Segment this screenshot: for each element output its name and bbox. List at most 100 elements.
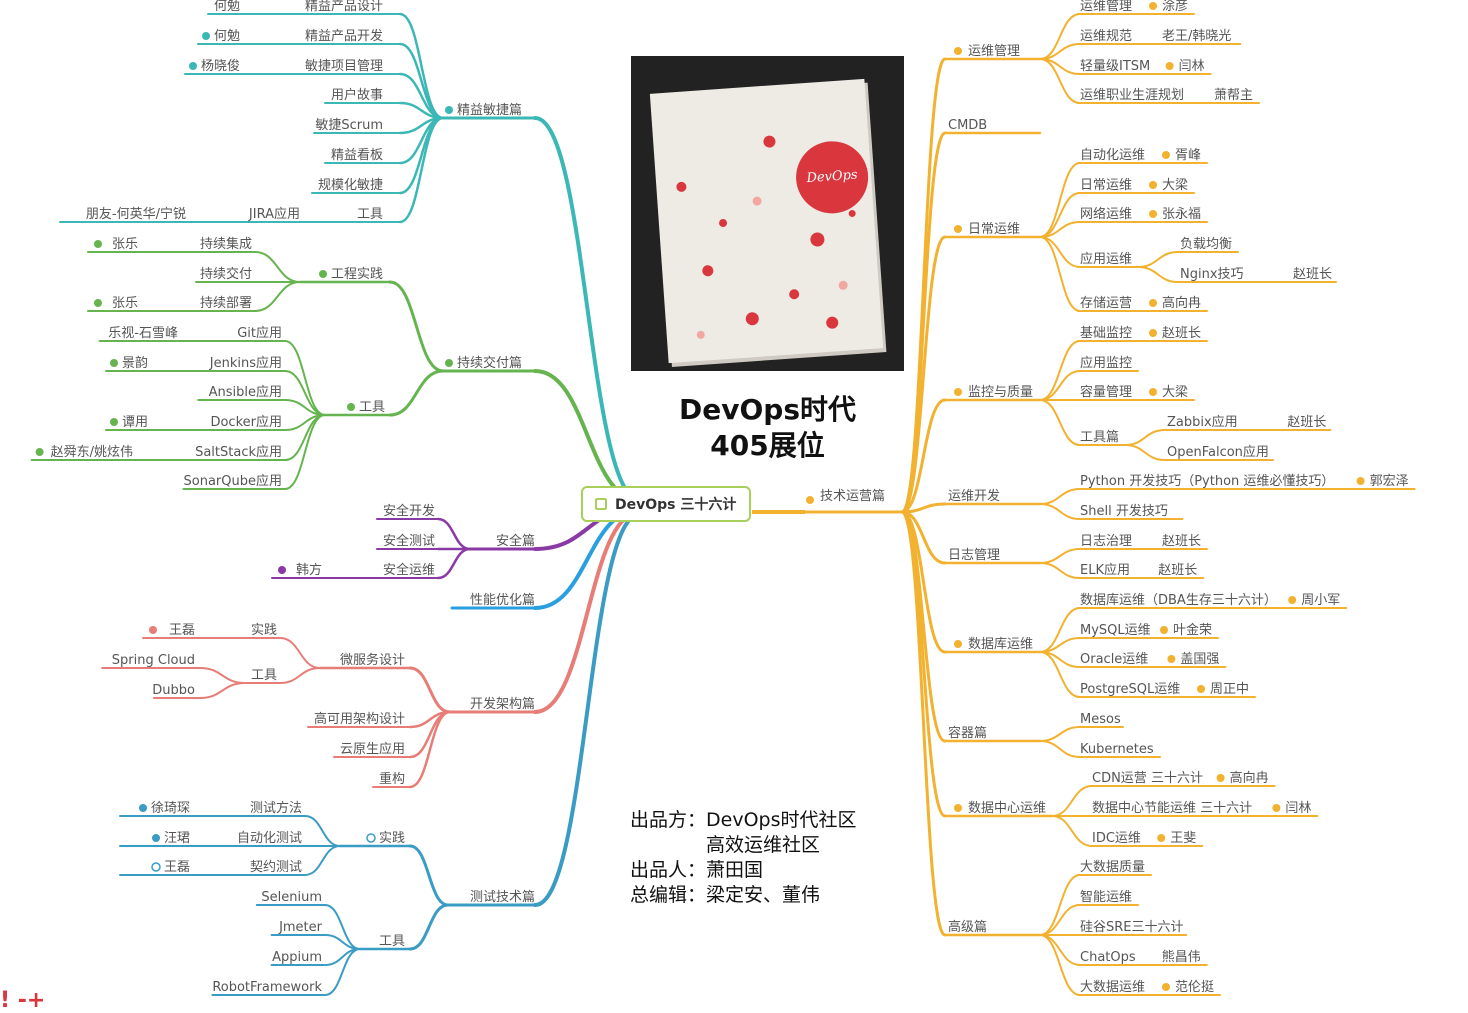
leaf-connector	[254, 281, 301, 312]
author-name: 盖国强	[1180, 652, 1219, 667]
branch-connector	[533, 116, 642, 502]
leaf-connector	[1039, 162, 1081, 238]
leaf-label: 契约测试	[250, 860, 302, 875]
bullet-dot-icon	[954, 640, 962, 648]
author-name: 范伦挺	[1175, 980, 1214, 995]
bullet-dot-icon	[1167, 655, 1176, 663]
leaf-label: 安全开发	[383, 503, 435, 519]
child-connector	[398, 42, 445, 120]
leaf-label: Jenkins应用	[209, 355, 282, 371]
leaf-label: Shell 开发技巧	[1080, 503, 1168, 519]
book-cover: DevOps	[649, 78, 884, 364]
leaf-connector	[1039, 904, 1081, 936]
topic-square-icon	[595, 498, 607, 510]
leaf-label: 基础监控	[1080, 326, 1132, 341]
bullet-dot-icon	[954, 47, 962, 55]
bullet-dot-icon	[94, 299, 102, 307]
leaf-label: PostgreSQL运维	[1080, 682, 1180, 697]
child-connector	[436, 517, 472, 551]
bullet-dot-icon	[189, 62, 197, 70]
child-connector	[408, 666, 452, 714]
leaf-label: 硅谷SRE三十六计	[1080, 920, 1184, 935]
leaf-label: 容量管理	[1080, 384, 1132, 400]
leaf-label: 日志治理	[1080, 534, 1132, 549]
leaf-label: Docker应用	[210, 414, 282, 430]
author-name: 胥峰	[1175, 148, 1201, 163]
child-connector	[408, 844, 450, 907]
leaf-label: JIRA应用	[248, 206, 300, 222]
leaf-label: 规模化敏捷	[318, 178, 383, 193]
author-name: 高向冉	[1230, 770, 1269, 786]
leaf-label: 大数据运维	[1080, 980, 1145, 995]
leaf-connector	[199, 682, 246, 699]
leaf-label: Zabbix应用	[1167, 414, 1238, 430]
author-name: 王磊	[164, 860, 190, 875]
branch-label: 技术运营篇	[820, 489, 885, 504]
branch-connector	[533, 369, 642, 502]
bullet-dot-icon	[1149, 2, 1157, 10]
child-label: 工具篇	[1080, 430, 1119, 445]
leaf-connector	[284, 414, 326, 490]
bullet-dot-icon	[1197, 685, 1205, 693]
leaf-label: SonarQube应用	[184, 473, 282, 489]
bullet-dot-icon	[1149, 299, 1157, 307]
child-label: CMDB	[948, 118, 987, 133]
child-connector	[900, 510, 947, 565]
leaf-label: 精益产品设计	[305, 0, 383, 14]
branch-connector	[533, 512, 642, 907]
bullet-dot-icon	[278, 566, 286, 574]
leaf-label: 数据中心节能运维 三十六计	[1092, 801, 1252, 816]
child-connector	[408, 903, 450, 951]
leaf-label: Spring Cloud	[112, 653, 195, 668]
leaf-label: Git应用	[237, 325, 282, 341]
leaf-label: 工具	[251, 668, 277, 683]
leaf-label: ChatOps	[1080, 950, 1136, 965]
leaf-label: ELK应用	[1080, 562, 1130, 578]
author-name: 萧帮主	[1214, 88, 1253, 103]
book-cover-photo: DevOps	[631, 56, 904, 371]
leaf-connector	[1039, 548, 1081, 564]
leaf-label: 持续集成	[200, 236, 252, 252]
branch-label: 精益敏捷篇	[457, 103, 522, 118]
central-topic[interactable]: DevOps 三十六计	[581, 486, 751, 522]
author-name: 高向冉	[1162, 295, 1201, 311]
leaf-label: 精益看板	[331, 147, 383, 163]
leaf-connector	[1051, 785, 1093, 817]
leaf-connector	[1124, 444, 1166, 461]
leaf-label: Selenium	[261, 890, 322, 905]
leaf-label: Python 开发技巧（Python 运维必懂技巧）	[1080, 473, 1334, 489]
leaf-label: 存储运营	[1080, 296, 1132, 311]
leaf-label: 运维职业生涯规划	[1080, 88, 1184, 103]
bullet-dot-icon	[152, 834, 160, 842]
credit-line: 总编辑：梁定安、董伟	[630, 884, 821, 906]
bullet-dot-icon	[445, 106, 453, 114]
leaf-connector	[1124, 429, 1166, 446]
hollow-dot-icon	[366, 833, 376, 843]
author-name: 张永福	[1162, 207, 1201, 222]
bullet-dot-icon	[110, 418, 118, 426]
leaf-connector	[1039, 340, 1081, 401]
bullet-dot-icon	[94, 240, 102, 248]
leaf-connector	[1039, 399, 1081, 446]
author-name: 汪珺	[164, 831, 190, 846]
child-label: 日志管理	[948, 548, 1000, 563]
child-label: 运维开发	[948, 488, 1000, 504]
child-label: 工具	[359, 400, 385, 415]
bullet-dot-icon	[954, 388, 962, 396]
author-name: 景韵	[122, 356, 148, 371]
leaf-connector	[1039, 236, 1081, 312]
child-label: 工具	[357, 207, 383, 222]
cover-seal-logo: DevOps	[793, 138, 871, 216]
bullet-dot-icon	[1272, 804, 1281, 812]
child-connector	[900, 510, 947, 818]
child-connector	[388, 369, 445, 417]
leaf-label: IDC运维	[1092, 831, 1141, 846]
leaf-label: 自动化测试	[237, 831, 302, 846]
bullet-dot-icon	[1216, 774, 1225, 782]
credit-line: 出品方：DevOps时代社区	[630, 809, 857, 831]
leaf-connector	[199, 667, 246, 684]
corner-fragment-text: ! -+	[0, 988, 46, 1013]
leaf-connector	[279, 667, 321, 684]
branch-label: 开发架构篇	[470, 696, 535, 712]
leaf-label: CDN运营 三十六计	[1092, 771, 1203, 786]
